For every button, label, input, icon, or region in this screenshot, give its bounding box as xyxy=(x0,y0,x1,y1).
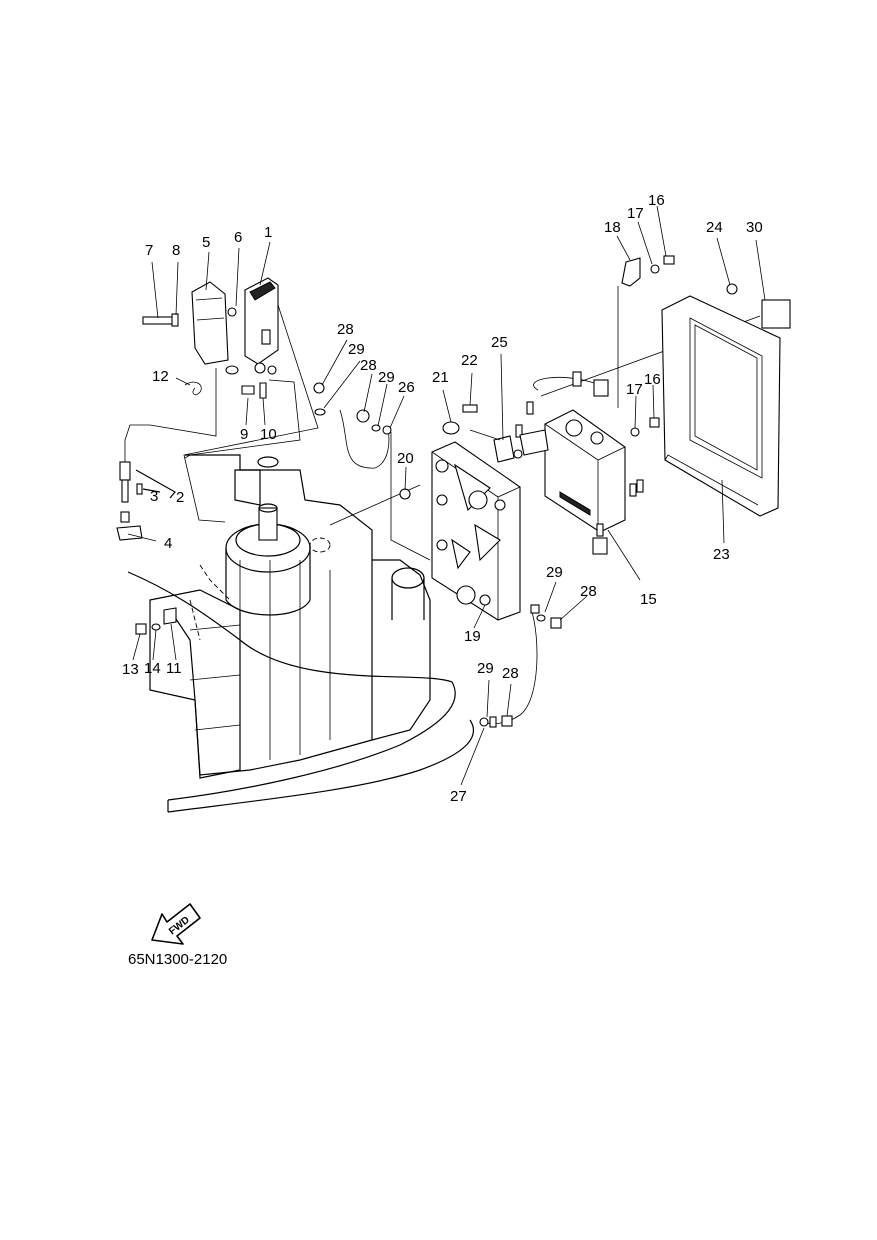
callout-label: 17 xyxy=(626,381,643,398)
cdi-unit xyxy=(515,371,644,555)
callout-label: 13 xyxy=(122,661,139,678)
callout-label: 15 xyxy=(640,591,657,608)
callout-label: 11 xyxy=(166,660,182,677)
ignition-coil-assembly xyxy=(142,277,279,399)
engine-block xyxy=(127,454,475,813)
callout-label: 29 xyxy=(477,660,494,677)
sensor-parts xyxy=(116,461,176,541)
callout-label: 24 xyxy=(706,219,723,236)
callout-label: 25 xyxy=(491,334,508,351)
leader-lines xyxy=(127,205,766,786)
callout-label: 14 xyxy=(144,660,161,677)
callout-label: 28 xyxy=(360,357,377,374)
callout-label: 5 xyxy=(202,234,210,251)
fwd-arrow-icon: FWD xyxy=(151,903,201,945)
callout-label: 21 xyxy=(432,369,449,386)
callout-label: 7 xyxy=(145,242,153,259)
callout-label: 23 xyxy=(713,546,730,563)
callout-label: 27 xyxy=(450,788,467,805)
callout-label: 4 xyxy=(164,535,172,552)
callout-label: 29 xyxy=(378,369,395,386)
callout-label: 29 xyxy=(546,564,563,581)
callout-label: 8 xyxy=(172,242,180,259)
callout-label: 28 xyxy=(502,665,519,682)
mounting-plate xyxy=(431,441,521,621)
callout-label: 28 xyxy=(580,583,597,600)
callout-label: 20 xyxy=(397,450,414,467)
relay-parts xyxy=(442,404,523,463)
callout-label: 22 xyxy=(461,352,478,369)
callout-label: 10 xyxy=(260,426,277,443)
callout-label: 30 xyxy=(746,219,763,236)
callout-label: 16 xyxy=(644,371,661,388)
callout-label: 6 xyxy=(234,229,242,246)
fasteners xyxy=(135,382,562,728)
callout-label: 9 xyxy=(240,426,248,443)
callout-label: 28 xyxy=(337,321,354,338)
callout-label: 3 xyxy=(150,488,158,505)
callout-label: 2 xyxy=(176,489,184,506)
callout-label: 19 xyxy=(464,628,481,645)
callout-label: 17 xyxy=(627,205,644,222)
callout-labels: 1 2 3 4 5 6 7 8 9 10 11 12 13 14 15 16 1… xyxy=(122,192,763,805)
callout-label: 18 xyxy=(604,219,621,236)
drawing-code: 65N1300-2120 xyxy=(128,951,228,968)
cover xyxy=(621,255,791,517)
callout-label: 12 xyxy=(152,368,169,385)
callout-label: 29 xyxy=(348,341,365,358)
callout-label: 1 xyxy=(264,224,272,241)
callout-label: 26 xyxy=(398,379,415,396)
callout-label: 16 xyxy=(648,192,665,209)
